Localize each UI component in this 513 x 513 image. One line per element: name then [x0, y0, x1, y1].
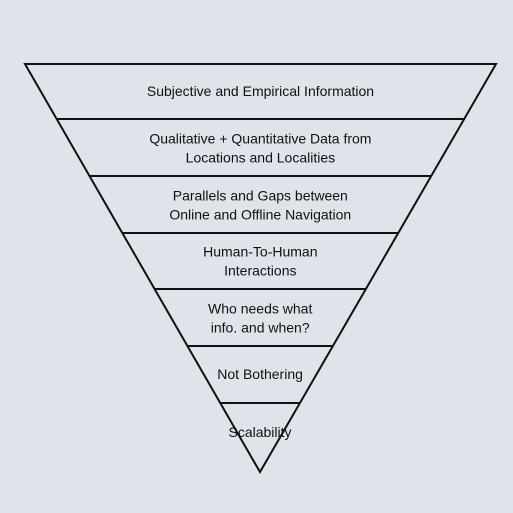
tier-3-label-line-1: Parallels and Gaps between — [173, 188, 348, 204]
tier-7-label-line-1: Scalability — [228, 424, 291, 440]
funnel-outline — [23, 63, 498, 475]
tier-6-label-line-1: Not Bothering — [217, 366, 303, 382]
tier-labels: Subjective and Empirical InformationQual… — [147, 83, 374, 440]
tier-1-label-line-1: Subjective and Empirical Information — [147, 83, 374, 99]
tier-4-label-line-1: Human-To-Human — [203, 244, 317, 260]
tier-3-label-line-2: Online and Offline Navigation — [169, 207, 351, 223]
tier-5-label-line-1: Who needs what — [208, 301, 312, 317]
tier-2-label-line-2: Locations and Localities — [186, 150, 335, 166]
tier-4-label-line-2: Interactions — [224, 263, 296, 279]
tier-2-label-line-1: Qualitative + Quantitative Data from — [149, 131, 371, 147]
tier-5-label-line-2: info. and when? — [211, 320, 310, 336]
tier-dividers — [56, 118, 465, 404]
